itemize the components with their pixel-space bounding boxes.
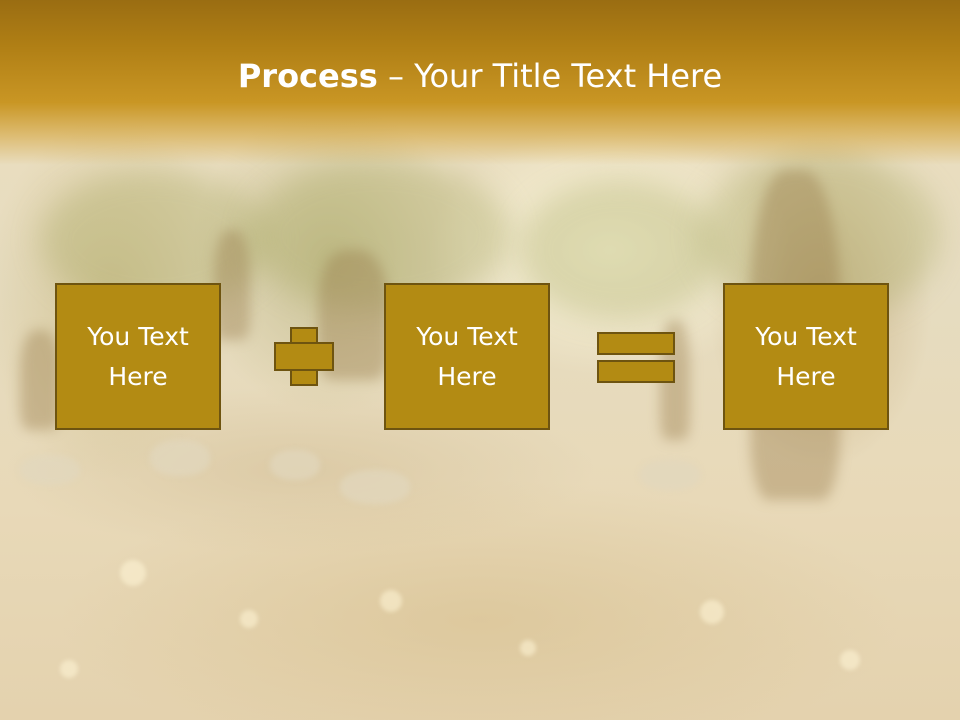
title-bar [0, 0, 960, 165]
box-text-line2: Here [108, 361, 168, 391]
box-text-line2: Here [437, 361, 497, 391]
slide-title: Process – Your Title Text Here [0, 54, 960, 98]
box-text-line1: You Text [416, 321, 518, 351]
title-bold: Process [237, 57, 378, 95]
title-text: – Your Title Text Here [377, 57, 723, 95]
box-text-line2: Here [776, 361, 836, 391]
box-text-line1: You Text [87, 321, 189, 351]
box-text-line1: You Text [755, 321, 857, 351]
